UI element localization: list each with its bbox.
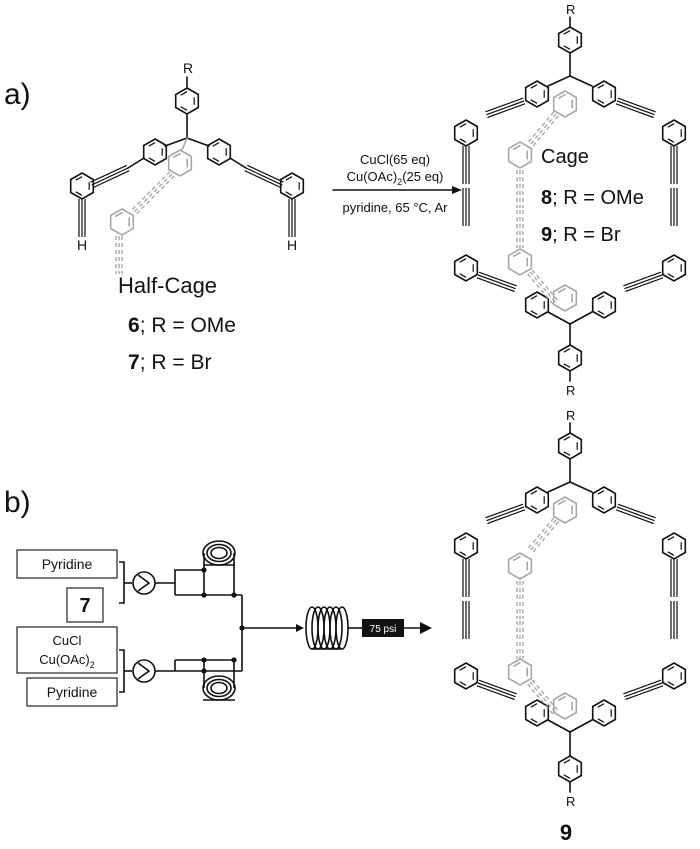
cage-a-r-top: R [566,2,575,17]
catalyst-cuoac-pre: Cu(OAc) [39,652,90,667]
compound-7-number: 7 [128,351,140,374]
reactor-coil-icon [305,606,349,650]
half-cage-r-label: R [183,60,193,76]
condition-cuoac: Cu(OAc)2(25 eq) [347,169,444,187]
left-terminal-ring [69,172,95,200]
flow-setup: Pyridine 7 CuCl Cu(OAc)2 Pyridine [16,540,432,707]
half-cage-structure: R H H [69,60,305,275]
coil-top-icon [202,540,236,566]
left-terminal-alkyne [78,198,86,238]
catalyst-reservoir [16,626,118,674]
panel-b-label: b) [4,486,31,519]
condition-cuoac-post: (25 eq) [402,169,443,184]
cage-title: Cage [541,146,589,168]
reagent-7-label: 7 [79,595,90,617]
coil-bottom-icon [202,675,236,701]
pyridine-reservoir-top [16,549,118,579]
right-terminal-ring [279,172,305,200]
pyridine-bottom-label: Pyridine [47,684,98,700]
pyridine-reservoir-bottom [26,677,118,707]
catalyst-cuoac-label: Cu(OAc)2 [39,652,95,670]
compound-9-number: 9 [541,224,552,246]
reaction-arrowhead [452,186,462,194]
left-arm-alkyne [89,164,130,189]
top-phenyl-ring [174,87,200,115]
compound-9-substituent: ; R = Br [552,224,621,246]
catalyst-cuoac-sub: 2 [90,660,95,670]
pump-top-icon [132,571,156,595]
cage-label-1: 8; R = OMe [541,187,644,209]
cage-label-2: 9; R = Br [541,224,621,246]
panel-a-label: a) [4,78,31,111]
left-h-label: H [77,237,87,253]
right-h-label: H [287,237,297,253]
cage-a-r-bottom: R [566,383,575,398]
ghost-terminal-alkyne [115,235,123,275]
pyridine-top-label: Pyridine [42,556,93,572]
catalyst-cucl-label: CuCl [53,633,82,648]
right-arm-alkyne [244,164,285,189]
cage-b-r-bottom: R [566,794,575,809]
condition-solvent: pyridine, 65 °C, Ar [343,200,449,215]
right-terminal-alkyne [288,198,296,238]
cage-structure-b: R R [453,408,687,809]
product-9-label: 9 [560,820,572,845]
cage-b-r-top: R [566,408,575,423]
compound-6-substituent: ; R = OMe [140,314,236,337]
compound-8-number: 8 [541,187,552,209]
left-phenyl-ring [142,138,168,166]
outlet-arrowhead [420,622,432,634]
compound-6-number: 6 [128,314,140,337]
condition-cuoac-pre: Cu(OAc) [347,169,398,184]
pressure-label: 75 psi [370,624,397,635]
condition-cuoac-sub: 2 [397,177,402,187]
back-phenyl-ring-ghost [167,149,193,177]
compound-7-substituent: ; R = Br [140,351,212,374]
cage-structure-a: R R [453,2,687,398]
pump-bottom-icon [132,659,156,683]
compound-8-substituent: ; R = OMe [552,187,644,209]
ghost-aryl-ring [109,208,135,236]
half-cage-label-2: 7; R = Br [128,351,211,374]
condition-cucl: CuCl(65 eq) [360,152,430,167]
back-pressure-regulator [362,619,404,637]
reagent-7-reservoir [66,587,104,623]
reaction-conditions: CuCl(65 eq) Cu(OAc)2(25 eq) pyridine, 65… [332,152,462,215]
half-cage-title: Half-Cage [118,273,217,298]
right-phenyl-ring [206,138,232,166]
half-cage-label-1: 6; R = OMe [128,314,236,337]
